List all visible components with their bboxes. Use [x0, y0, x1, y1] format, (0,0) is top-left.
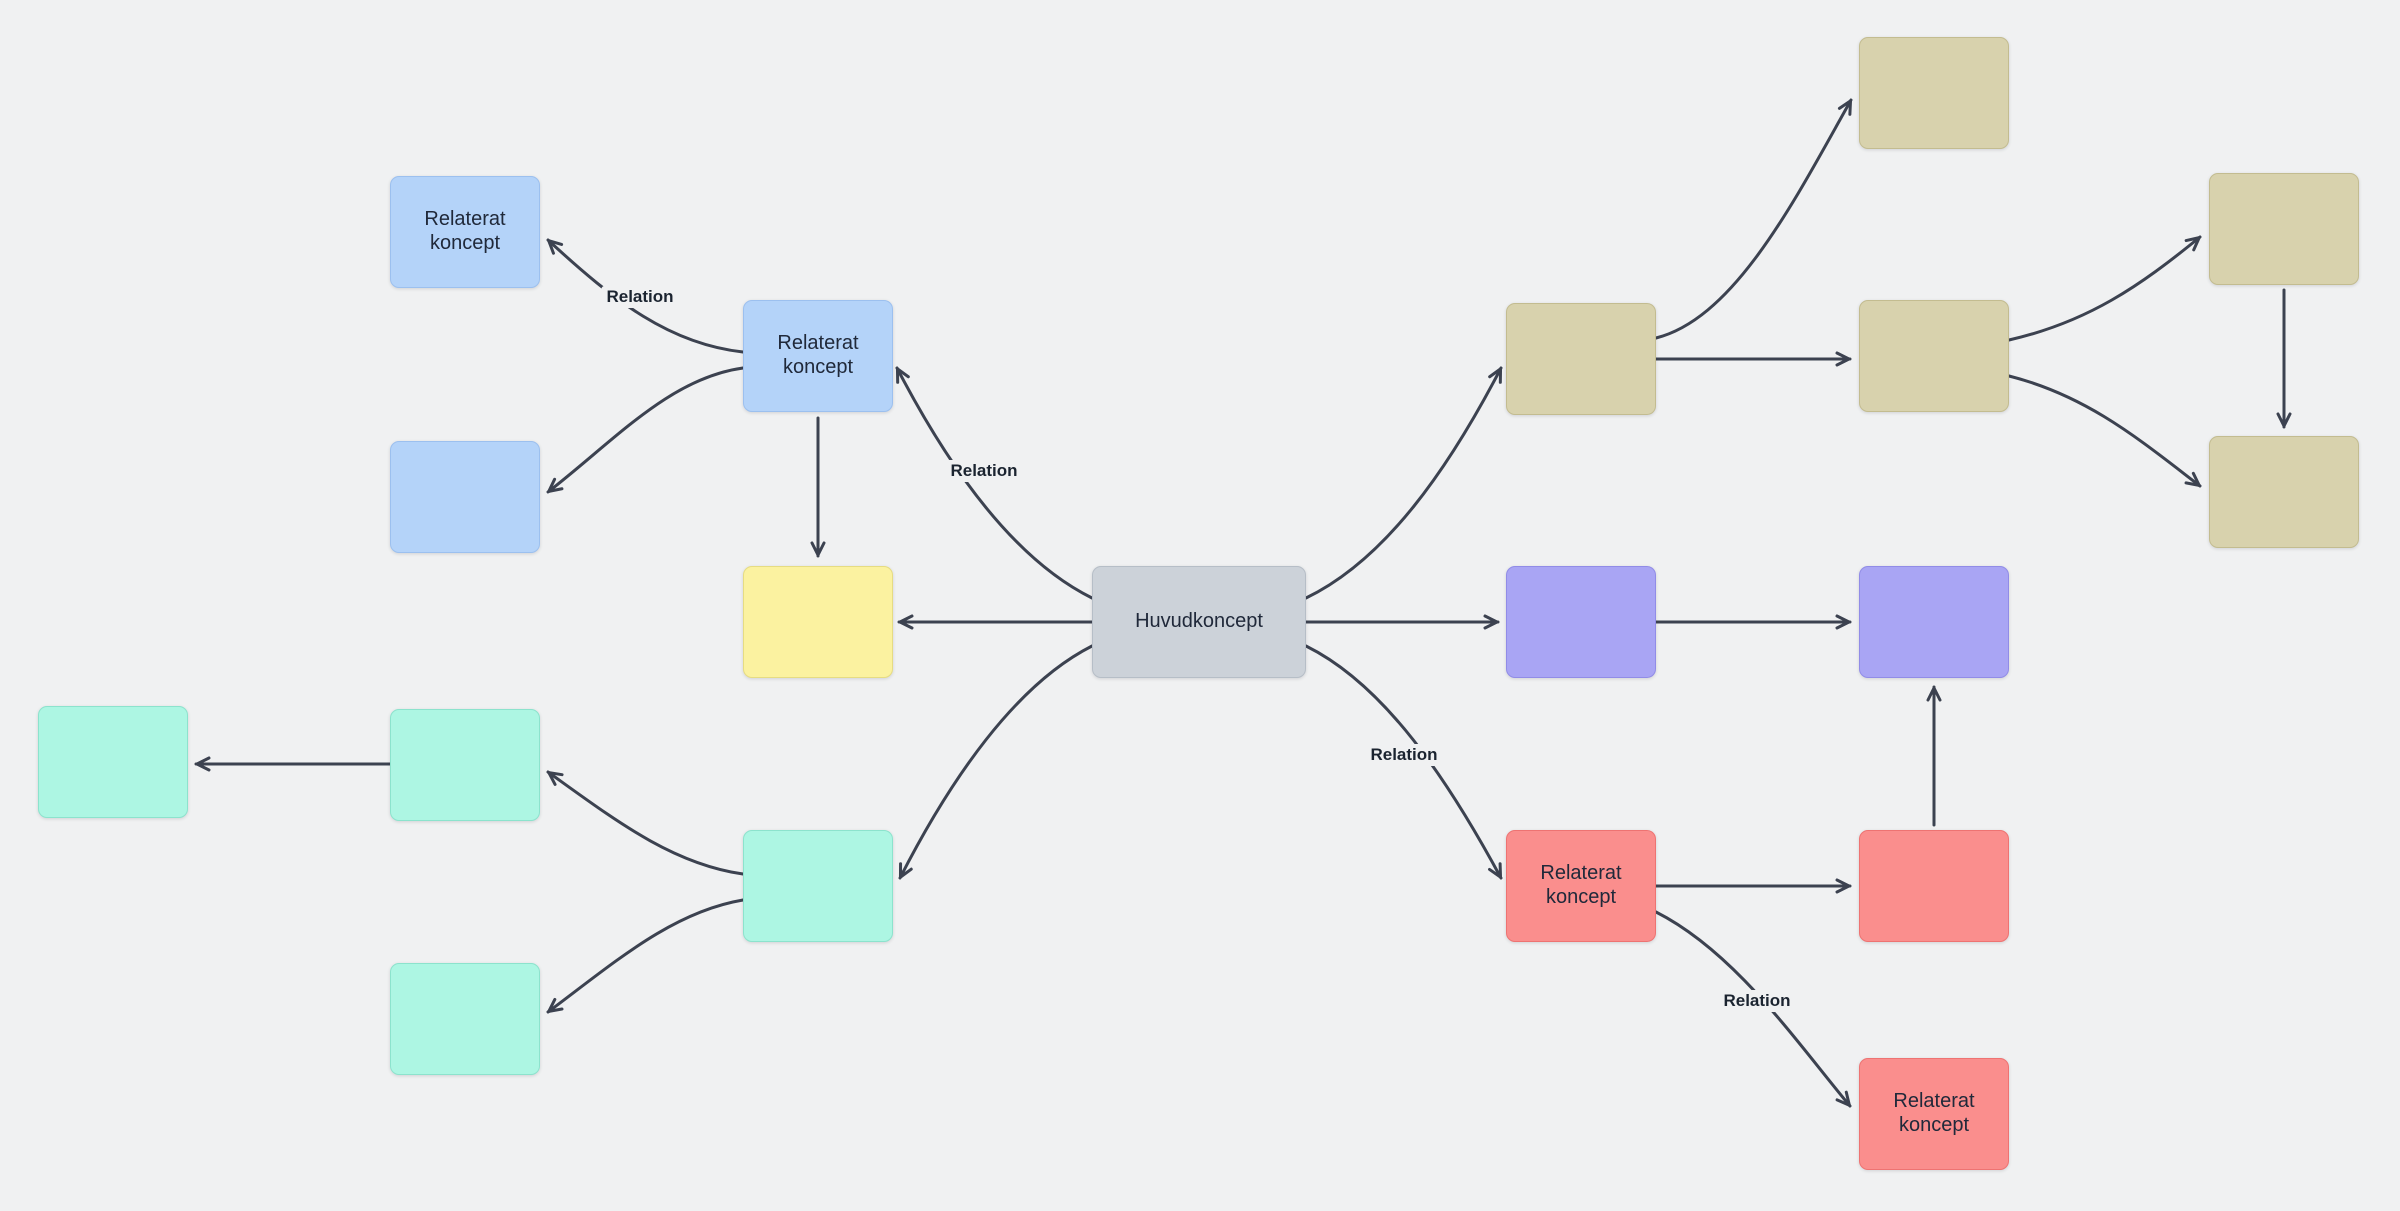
node-label: Relaterat koncept [1540, 862, 1622, 908]
node-blue-empty[interactable] [390, 441, 540, 553]
node-mint-far-left[interactable] [38, 706, 188, 818]
node-relaterat-koncept-blue-1[interactable]: Relaterat koncept [390, 176, 540, 288]
node-tan-right-top[interactable] [2209, 173, 2359, 285]
node-tan-mid[interactable] [1859, 300, 2009, 412]
node-relaterat-koncept-red-1[interactable]: Relaterat koncept [1506, 830, 1656, 942]
edge-mint-center-to-mint-left[interactable] [546, 770, 745, 876]
node-purple-left[interactable] [1506, 566, 1656, 678]
node-tan-top[interactable] [1859, 37, 2009, 149]
edge-blue2-to-blue1[interactable] [546, 238, 745, 354]
edge-label-relation-4[interactable]: Relation [1718, 990, 1796, 1012]
node-label: Relaterat koncept [777, 332, 859, 378]
node-purple-right[interactable] [1859, 566, 2009, 678]
edge-label-relation-2[interactable]: Relation [945, 460, 1023, 482]
node-mint-bottom[interactable] [390, 963, 540, 1075]
node-mint-center[interactable] [743, 830, 893, 942]
node-tan-right-bottom[interactable] [2209, 436, 2359, 548]
edge-blue2-to-blue3[interactable] [546, 366, 745, 494]
edge-main-to-tan-left[interactable] [1304, 366, 1503, 600]
node-label: Huvudkoncept [1135, 610, 1263, 633]
node-tan-mid-left[interactable] [1506, 303, 1656, 415]
edge-main-to-blue2[interactable] [895, 366, 1094, 600]
edge-label-relation-1[interactable]: Relation [601, 286, 679, 308]
edge-main-to-red-left[interactable] [1304, 644, 1503, 880]
node-relaterat-koncept-blue-2[interactable]: Relaterat koncept [743, 300, 893, 412]
edge-label-relation-3[interactable]: Relation [1365, 744, 1443, 766]
node-red-empty[interactable] [1859, 830, 2009, 942]
node-label: Relaterat koncept [1893, 1090, 1975, 1136]
node-huvudkoncept[interactable]: Huvudkoncept [1092, 566, 1306, 678]
node-label: Relaterat koncept [424, 208, 506, 254]
node-mint-left[interactable] [390, 709, 540, 821]
edge-tan-mid-to-tan-right-top[interactable] [2007, 235, 2202, 342]
edge-tan-mid-to-tan-right-bottom[interactable] [2007, 374, 2202, 488]
node-yellow-empty[interactable] [743, 566, 893, 678]
edge-tan-left-to-tan-top[interactable] [1654, 98, 1853, 340]
node-relaterat-koncept-red-2[interactable]: Relaterat koncept [1859, 1058, 2009, 1170]
edge-main-to-mint-center[interactable] [898, 644, 1094, 880]
edge-mint-center-to-mint-bottom[interactable] [546, 898, 745, 1014]
